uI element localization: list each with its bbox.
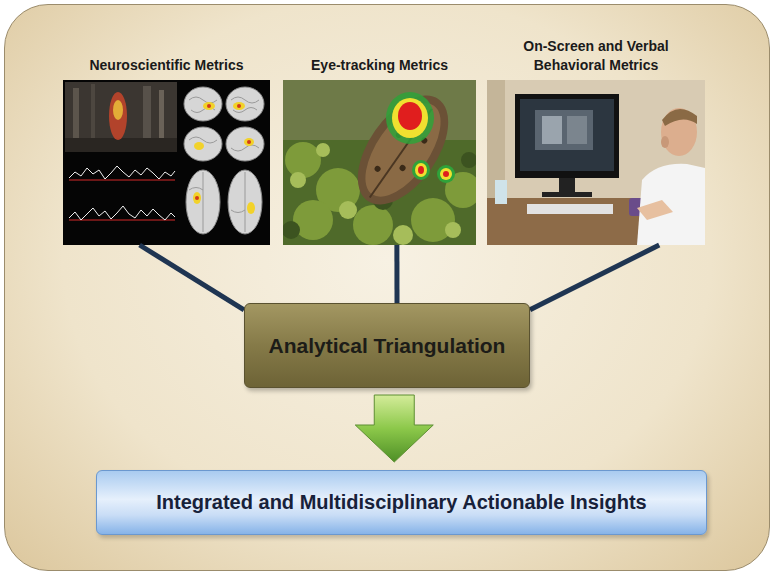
connector-line [396, 245, 397, 303]
panel-heading: Neuroscientific Metrics [63, 56, 270, 75]
connector-stroke [394, 245, 399, 303]
panel-heading-text: On-Screen and Verbal Behavioral Metrics [506, 37, 686, 75]
panel-heading: Eye-tracking Metrics [283, 56, 476, 75]
connector-stroke [530, 245, 659, 310]
metric-panel: On-Screen and Verbal Behavioral Metrics [487, 80, 705, 245]
connector-stroke [140, 245, 244, 310]
metric-panel: Neuroscientific Metrics [63, 80, 270, 245]
eye-tracking-illustration [283, 80, 476, 245]
panel-heading: On-Screen and Verbal Behavioral Metrics [487, 37, 705, 75]
result-box: Integrated and Multidisciplinary Actiona… [96, 470, 707, 535]
box-label: Integrated and Multidisciplinary Actiona… [156, 491, 646, 514]
connector-line [530, 245, 659, 310]
connector-line [140, 245, 244, 310]
panel-heading-text: Neuroscientific Metrics [67, 56, 267, 75]
box-label: Analytical Triangulation [269, 334, 506, 358]
block-arrow [355, 395, 433, 462]
office-user-illustration [487, 80, 705, 245]
block-arrow-shape [355, 395, 433, 462]
brain-scan-illustration [63, 80, 270, 245]
metric-panel: Eye-tracking Metrics [283, 80, 476, 245]
process-box: Analytical Triangulation [244, 303, 530, 388]
panel-heading-text: Eye-tracking Metrics [285, 56, 475, 75]
